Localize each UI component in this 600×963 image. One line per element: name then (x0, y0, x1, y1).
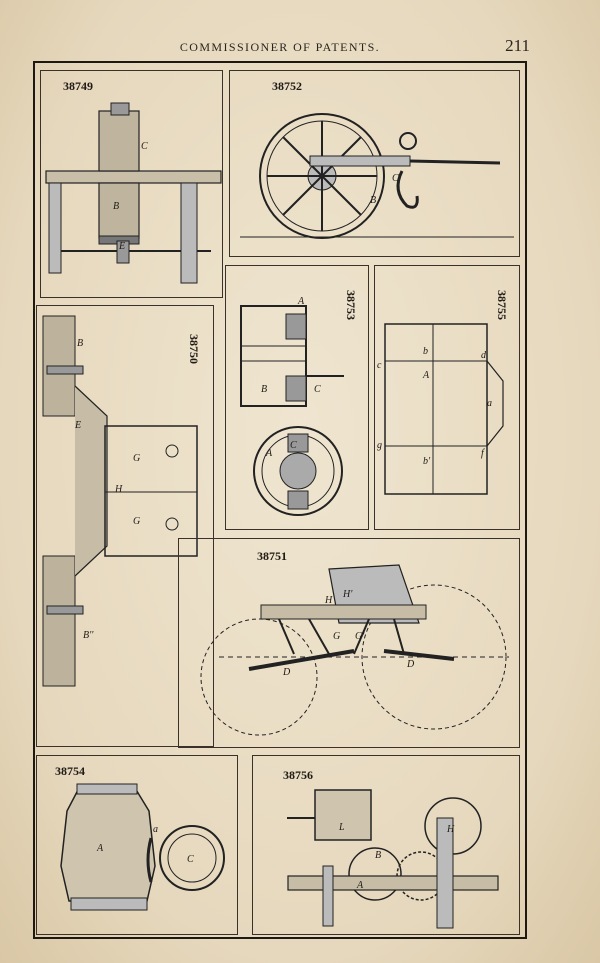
panel-38756: 38756 L H B A (252, 755, 520, 935)
panel-38749: 38749 C B E (40, 70, 223, 298)
drawing-38755: b d c A a g b' f (377, 323, 504, 495)
label-38753-A-top: A (297, 296, 305, 307)
label-38750-E: E (74, 420, 81, 431)
label-38751-G-prime: G' (355, 631, 365, 642)
label-38755-A: A (422, 370, 430, 381)
label-38750-H: H (114, 484, 123, 495)
label-38750-B-double-prime: B'' (83, 630, 94, 641)
patent-number-38754: 38754 (55, 764, 85, 778)
patent-number-38751: 38751 (257, 549, 287, 563)
label-38755-b-prime: b' (423, 456, 431, 467)
drawing-38754: A a C (60, 783, 225, 911)
label-38753-A-bottom: A (265, 448, 273, 459)
panel-38755: 38755 b d c A a g b' f (374, 265, 520, 530)
label-38751-H-prime: H' (342, 589, 353, 600)
drawing-38749: C B E (45, 102, 222, 284)
label-38755-g: g (377, 440, 382, 451)
patent-plate-frame (33, 61, 527, 939)
label-38756-A: A (356, 880, 364, 891)
label-38749-B: B (113, 201, 119, 212)
panel-38752: 38752 B C (229, 70, 520, 257)
label-38750-G-top: G (133, 453, 140, 464)
label-38752-C: C (392, 173, 399, 184)
drawing-38750: B E G H G B'' (42, 315, 198, 687)
panel-38751: 38751 H H' G G' D D (178, 538, 520, 748)
label-38754-A: A (96, 843, 104, 854)
label-38755-b: b (423, 346, 428, 357)
label-38756-B: B (375, 850, 381, 861)
label-38754-C: C (187, 854, 194, 865)
label-38751-D-left: D (282, 667, 291, 678)
label-38755-c: c (377, 360, 382, 371)
panel-38753: 38753 A B C C A (225, 265, 369, 530)
page-number: 211 (505, 36, 530, 55)
label-38755-f: f (481, 448, 485, 459)
drawing-38753: A B C C A (240, 296, 344, 516)
label-38751-H: H (324, 595, 333, 606)
label-38754-a: a (153, 824, 158, 835)
label-38753-B: B (261, 384, 267, 395)
patent-number-38749: 38749 (63, 79, 93, 93)
label-38753-C-bottom: C (290, 440, 297, 451)
patent-number-38752: 38752 (272, 79, 302, 93)
drawing-38752: B C (240, 113, 514, 239)
label-38749-C: C (141, 141, 148, 152)
label-38756-L: L (338, 822, 345, 833)
panel-38754: 38754 A a C (36, 755, 238, 935)
label-38756-H: H (446, 824, 455, 835)
label-38755-a: a (487, 398, 492, 409)
drawing-38751: H H' G G' D D (200, 564, 509, 736)
panel-38750: 38750 B E G H G B'' (36, 305, 214, 747)
label-38751-G: G (333, 631, 340, 642)
drawing-38756: L H B A (287, 789, 499, 929)
patent-number-38756: 38756 (283, 768, 313, 782)
label-38753-C-top: C (314, 384, 321, 395)
label-38752-B: B (370, 195, 376, 206)
label-38750-G-bottom: G (133, 516, 140, 527)
label-38750-B: B (77, 338, 83, 349)
running-header: COMMISSIONER OF PATENTS. (179, 40, 381, 54)
label-38749-E: E (118, 241, 125, 252)
label-38751-D-right: D (406, 659, 415, 670)
label-38755-d: d (481, 350, 487, 361)
